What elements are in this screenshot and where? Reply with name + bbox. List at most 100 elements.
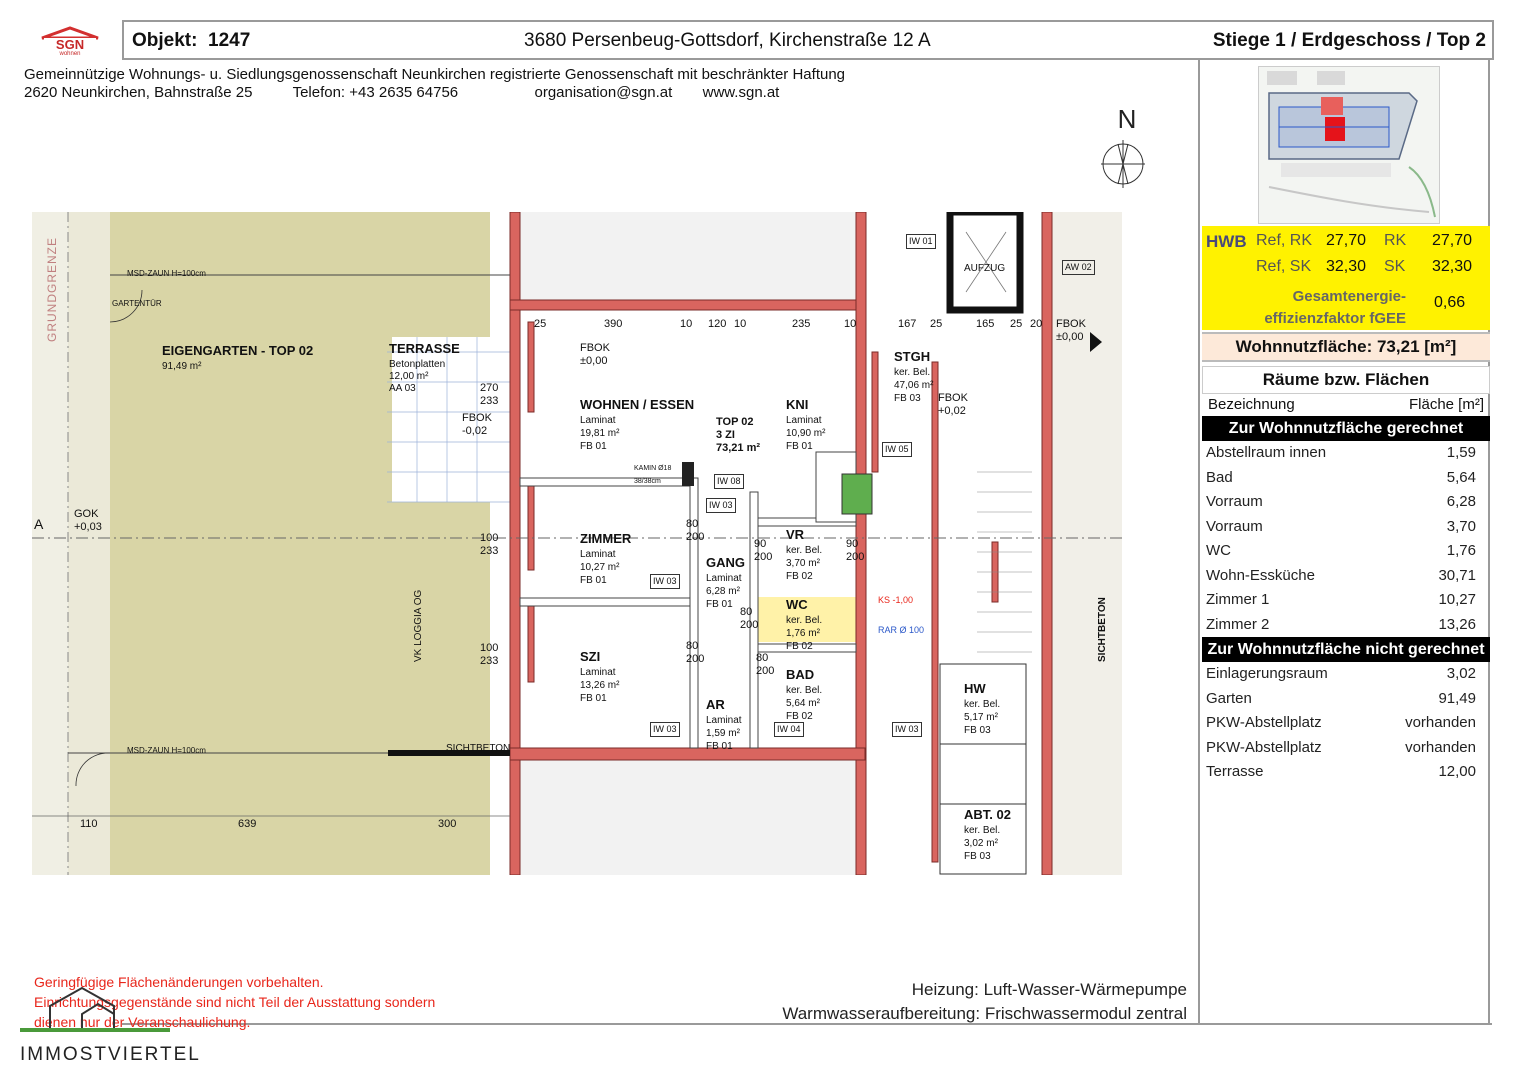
kni-label: KNI: [786, 397, 809, 412]
ref-sk-label: Ref, SK: [1256, 258, 1312, 275]
north-label: N: [1118, 104, 1137, 134]
dim-300: 300: [438, 818, 457, 830]
ref-rk-value: 27,70: [1326, 232, 1367, 249]
ref-rk-label: Ref, RK: [1256, 232, 1313, 249]
company-contact: 2620 Neunkirchen, Bahnstraße 25 Telefon:…: [24, 84, 845, 102]
logo-text: SGN: [56, 37, 84, 52]
aw02-label: AW 02: [1062, 260, 1095, 275]
dim-10-a: 10: [680, 318, 693, 330]
dim-165: 165: [976, 318, 995, 330]
address: 3680 Persenbeug-Gottsdorf, Kirchenstraße…: [524, 30, 931, 51]
dim-390: 390: [604, 318, 623, 330]
iw05-label-a: IW 05: [882, 442, 912, 457]
wohnnutzflaeche: Wohnnutzfläche: 73,21 [m²]: [1202, 332, 1490, 362]
vr-label: VR: [786, 527, 805, 542]
msd-zaun-bottom: MSD-ZAUN H=100cm: [127, 746, 206, 755]
section-included: Zur Wohnnutzfläche gerechnet: [1202, 416, 1490, 441]
iw03-label-a: IW 03: [706, 498, 736, 513]
dim-167: 167: [898, 318, 917, 330]
objekt-number: 1247: [208, 30, 251, 51]
terrasse-label: TERRASSE: [389, 341, 460, 356]
dim-20: 20: [1030, 318, 1043, 330]
sk-value: 32,30: [1432, 258, 1473, 275]
fbok-right: FBOK±0,00: [1056, 318, 1086, 343]
dim-10-c: 10: [844, 318, 857, 330]
gok-label: GOK+0,03: [74, 508, 102, 533]
sk-label: SK: [1384, 258, 1406, 275]
col-name: Bezeichnung: [1208, 396, 1295, 413]
hwb-label: HWB: [1206, 232, 1247, 251]
fbok-stgh: FBOK+0,02: [938, 392, 968, 417]
fgee-label-2: effizienzfaktor fGEE: [1264, 310, 1406, 327]
site-map: [1258, 66, 1440, 224]
rooms-table-header: Bezeichnung Fläche [m²]: [1202, 394, 1490, 416]
gang-label: GANG: [706, 555, 745, 570]
iw03-label-b: IW 03: [650, 574, 680, 589]
fgee-value: 0,66: [1434, 294, 1466, 311]
rk-label: RK: [1384, 232, 1407, 249]
company-phone: Telefon: +43 2635 64756: [292, 84, 459, 101]
dim-110: 110: [80, 818, 98, 830]
disclaimer-note: Geringfügige Flächenänderungen vorbehalt…: [34, 972, 435, 1032]
aufzug-label: AUFZUG: [964, 263, 1006, 274]
rooms-table: Räume bzw. Flächen Bezeichnung Fläche [m…: [1202, 366, 1490, 1022]
terrasse-area: 12,00 m²: [389, 371, 429, 382]
floor-plan: GRUNDGRENZE MSD-ZAUN H=100cm GARTENTÜR E…: [32, 212, 1122, 875]
energy-box: HWB Ref, RK 27,70 RK 27,70 Ref, SK 32,30…: [1202, 226, 1490, 330]
logo-subtext: wohnen: [58, 51, 80, 56]
ar-label: AR: [706, 697, 725, 712]
disclaimer-line-1: Geringfügige Flächenänderungen vorbehalt…: [34, 974, 324, 990]
eigengarten-label: EIGENGARTEN - TOP 02: [162, 343, 314, 358]
header-bar: Objekt: 1247 3680 Persenbeug-Gottsdorf, …: [122, 20, 1494, 60]
iw03-label-d: IW 03: [892, 722, 922, 737]
wc-label: WC: [786, 597, 808, 612]
brand-name: IMMOSTVIERTEL: [20, 1044, 201, 1065]
heizung-note: Heizung: Luft-Wasser-Wärmepumpe: [911, 980, 1187, 999]
stgh-label: STGH: [894, 349, 931, 364]
eigengarten-area: 91,49 m²: [162, 361, 202, 372]
iw08-label: IW 08: [714, 474, 744, 489]
panel-right-border: [1488, 58, 1490, 1024]
company-email: organisation@sgn.at: [534, 84, 673, 101]
disclaimer-line-3: dienen nur der Veranschaulichung.: [34, 1014, 251, 1030]
iw01-label: IW 01: [906, 234, 936, 249]
dim-639: 639: [238, 818, 257, 830]
section-excluded: Zur Wohnnutzfläche nicht gerechnet: [1202, 637, 1490, 662]
zimmer-label: ZIMMER: [580, 531, 632, 546]
objekt-label: Objekt: 1247: [132, 30, 251, 51]
disclaimer-line-2: Einrichtungsgegenstände sind nicht Teil …: [34, 994, 436, 1010]
floor-plan-drawing: [32, 212, 1122, 875]
vk-loggia-label: VK LOGGIA OG: [413, 589, 424, 662]
terrasse-material: Betonplatten: [389, 359, 446, 370]
rk-value: 27,70: [1432, 232, 1473, 249]
dim-120: 120: [708, 318, 727, 330]
company-name: Gemeinnützige Wohnungs- u. Siedlungsgeno…: [24, 66, 846, 83]
bottom-rule: [122, 1023, 1492, 1025]
dim-25: 25: [534, 318, 547, 330]
